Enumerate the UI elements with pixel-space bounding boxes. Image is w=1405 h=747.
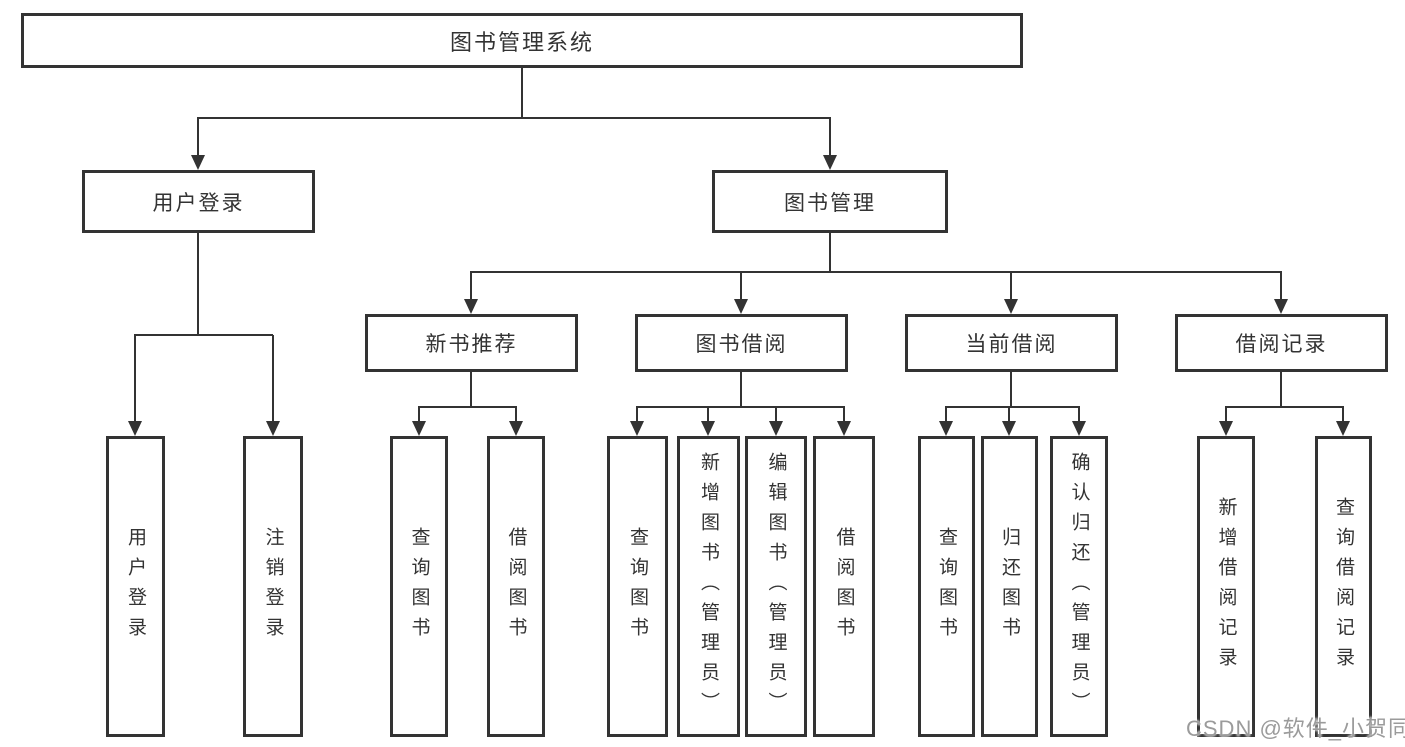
leaf-query-borrow-record-label: 查询借阅记录: [1333, 496, 1354, 677]
node-library-management-system: 图书管理系统: [21, 13, 1023, 68]
connector-level2-rail: [197, 117, 831, 119]
connector-stem: [1008, 407, 1010, 423]
connector-stem-new-book: [470, 272, 472, 302]
arrow-head: [939, 421, 953, 436]
arrow-head-leaf-user-login: [128, 421, 142, 436]
connector-stem-user-login: [197, 118, 199, 158]
connector-stem: [1225, 407, 1227, 423]
leaf-logout: 注销登录: [243, 436, 303, 737]
node-library-management-system-label: 图书管理系统: [449, 29, 594, 55]
leaf-logout-label: 注销登录: [262, 526, 284, 647]
arrow-head-book-management: [823, 155, 837, 170]
leaf-newbook-query-book: 查询图书: [390, 436, 448, 737]
connector-stem: [418, 407, 420, 423]
node-new-book-recommend-label: 新书推荐: [425, 333, 518, 356]
connector-stem: [515, 407, 517, 423]
leaf-user-login-label: 用户登录: [125, 526, 146, 647]
connector-current-borrow-drop: [1010, 372, 1012, 408]
arrow-head-borrow-record: [1274, 299, 1288, 314]
connector-stem-book-management: [829, 118, 831, 158]
node-borrowing-record-label: 借阅记录: [1235, 333, 1328, 356]
leaf-confirm-return-admin-label: 确认归还（管理员）: [1068, 451, 1090, 722]
csdn-watermark: CSDN @软件_小贺同学: [1186, 716, 1405, 741]
leaf-add-book-admin: 新增图书（管理员）: [677, 436, 740, 737]
connector-borrow-record-drop: [1280, 372, 1282, 408]
connector-stem: [945, 407, 947, 423]
leaf-current-query-book-label: 查询图书: [936, 526, 957, 647]
leaf-edit-book-admin-label: 编辑图书（管理员）: [765, 451, 787, 722]
leaf-add-borrow-record-label: 新增借阅记录: [1215, 496, 1237, 677]
arrow-head: [1336, 421, 1350, 436]
arrow-head: [1072, 421, 1086, 436]
leaf-user-login: 用户登录: [106, 436, 165, 737]
node-new-book-recommend: 新书推荐: [365, 314, 578, 372]
leaf-borrow-query-book: 查询图书: [607, 436, 668, 737]
connector-stem: [636, 407, 638, 423]
leaf-query-borrow-record: 查询借阅记录: [1315, 436, 1372, 737]
connector-stem: [1342, 407, 1344, 423]
node-current-borrowing: 当前借阅: [905, 314, 1118, 372]
leaf-newbook-query-book-label: 查询图书: [408, 526, 430, 647]
connector-stem-leaf-logout: [272, 335, 274, 423]
arrow-head-current-borrow: [1004, 299, 1018, 314]
connector-stem-leaf-user-login: [134, 335, 136, 423]
connector-stem: [707, 407, 709, 423]
connector-stem: [775, 407, 777, 423]
arrow-head: [769, 421, 783, 436]
connector-user-login-drop: [197, 233, 199, 336]
leaf-return-book: 归还图书: [981, 436, 1038, 737]
leaf-newbook-borrow-book: 借阅图书: [487, 436, 545, 737]
connector-root-drop: [521, 68, 523, 118]
connector-stem: [1078, 407, 1080, 423]
leaf-borrow-book: 借阅图书: [813, 436, 875, 737]
leaf-confirm-return-admin: 确认归还（管理员）: [1050, 436, 1108, 737]
arrow-head-new-book: [464, 299, 478, 314]
node-book-management-label: 图书管理: [784, 191, 876, 215]
connector-new-book-drop: [470, 372, 472, 408]
connector-stem: [843, 407, 845, 423]
node-book-borrowing: 图书借阅: [635, 314, 848, 372]
arrow-head: [630, 421, 644, 436]
connector-borrow-record-rail: [1225, 406, 1344, 408]
node-borrowing-record: 借阅记录: [1175, 314, 1388, 372]
connector-level3-rail: [470, 271, 1282, 273]
arrow-head-leaf-logout: [266, 421, 280, 436]
node-user-login-label: 用户登录: [152, 191, 245, 215]
leaf-add-borrow-record: 新增借阅记录: [1197, 436, 1255, 737]
connector-book-borrow-rail: [636, 406, 845, 408]
arrow-head-book-borrow: [734, 299, 748, 314]
connector-stem-book-borrow: [740, 272, 742, 302]
leaf-newbook-borrow-book-label: 借阅图书: [505, 526, 527, 647]
arrow-head-user-login: [191, 155, 205, 170]
leaf-borrow-query-book-label: 查询图书: [627, 526, 648, 647]
connector-user-login-rail: [134, 334, 273, 336]
arrow-head: [701, 421, 715, 436]
leaf-return-book-label: 归还图书: [999, 526, 1020, 647]
node-user-login: 用户登录: [82, 170, 315, 233]
node-book-borrowing-label: 图书借阅: [695, 333, 788, 356]
connector-new-book-rail: [418, 406, 517, 408]
node-current-borrowing-label: 当前借阅: [965, 333, 1058, 356]
arrow-head: [509, 421, 523, 436]
arrow-head: [837, 421, 851, 436]
connector-book-management-drop: [829, 233, 831, 273]
connector-stem-borrow-record: [1280, 272, 1282, 302]
node-book-management: 图书管理: [712, 170, 948, 233]
connector-book-borrow-drop: [740, 372, 742, 408]
arrow-head: [412, 421, 426, 436]
connector-current-borrow-rail: [945, 406, 1080, 408]
leaf-current-query-book: 查询图书: [918, 436, 975, 737]
arrow-head: [1002, 421, 1016, 436]
leaf-borrow-book-label: 借阅图书: [833, 526, 855, 647]
arrow-head: [1219, 421, 1233, 436]
leaf-add-book-admin-label: 新增图书（管理员）: [698, 451, 719, 722]
leaf-edit-book-admin: 编辑图书（管理员）: [745, 436, 807, 737]
connector-stem-current-borrow: [1010, 272, 1012, 302]
